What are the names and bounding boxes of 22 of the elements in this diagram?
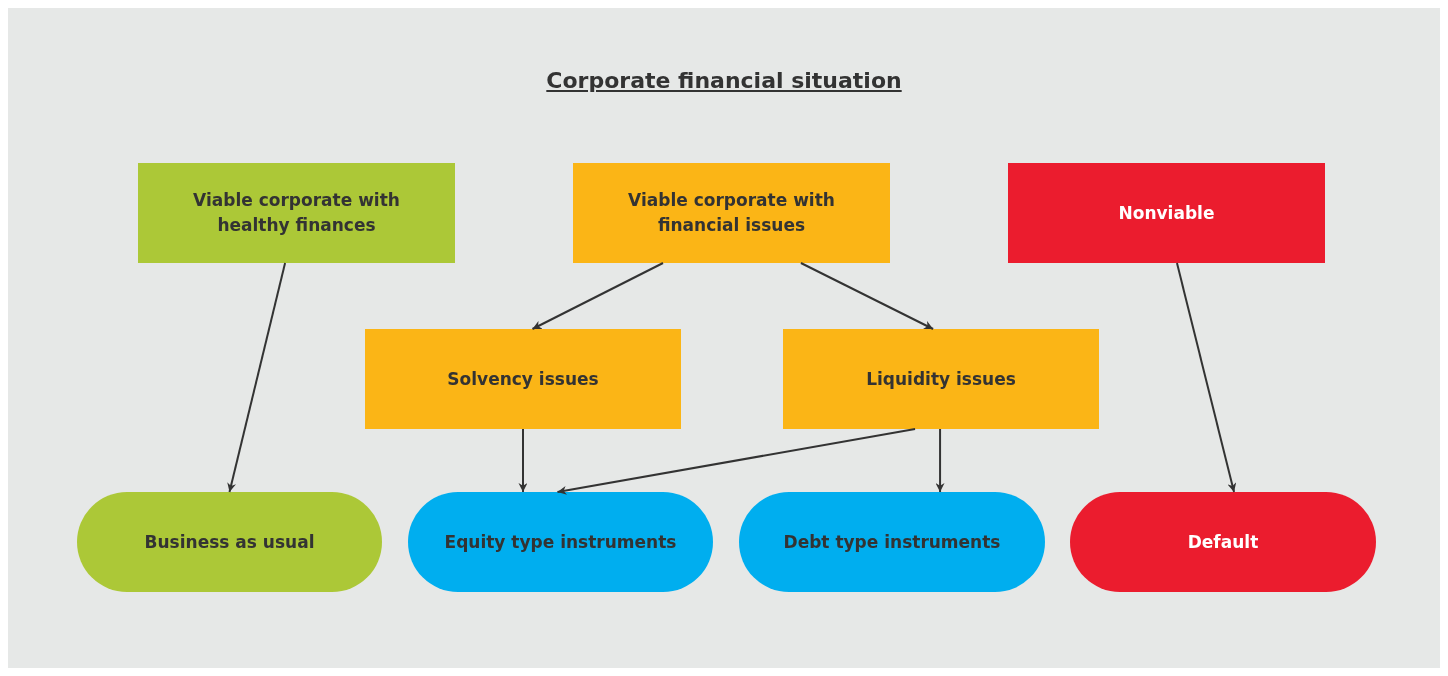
- node-label: Nonviable: [1118, 201, 1215, 225]
- category-box: [1008, 163, 1325, 263]
- node-label: Default: [1187, 530, 1259, 554]
- diagram-title: Corporate financial situation: [545, 68, 903, 93]
- category-box: [783, 329, 1099, 429]
- node-label: Business as usual: [144, 530, 315, 554]
- category-box: [138, 163, 455, 263]
- category-box: [573, 163, 890, 263]
- node-label: Equity type instruments: [444, 530, 677, 554]
- arrow: [227, 262, 287, 493]
- arrow: [935, 428, 945, 493]
- arrow: [799, 262, 935, 330]
- node-label: Viable corporate with financial issues: [627, 189, 836, 237]
- node-label: Viable corporate with healthy finances: [192, 189, 401, 237]
- arrow: [1175, 262, 1237, 493]
- arrow: [518, 428, 528, 493]
- arrow: [556, 428, 917, 495]
- arrow: [531, 262, 665, 330]
- node-label: Solvency issues: [447, 367, 599, 391]
- category-box: [365, 329, 681, 429]
- node-label: Debt type instruments: [783, 530, 1001, 554]
- node-label: Liquidity issues: [866, 367, 1016, 391]
